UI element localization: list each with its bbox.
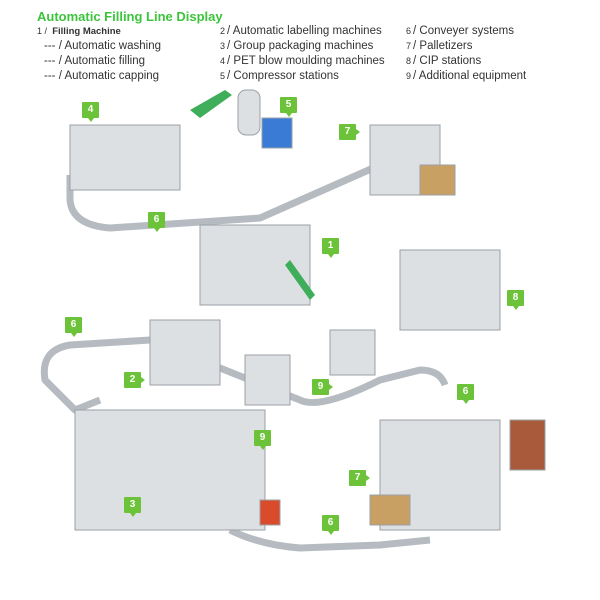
tag-group-packaging: 3 [124,497,141,517]
tag-additional-1: 9 [312,379,333,395]
legend-item-3: 3/ Group packaging machines [220,40,374,52]
tag-labelling: 2 [124,372,145,388]
compressor-unit [261,117,293,149]
packaging-wrap [259,499,281,526]
legend-item-2: 2/ Automatic labelling machines [220,25,382,37]
legend-item-5: 5/ Compressor stations [220,70,339,82]
pallet-bottom [369,494,411,526]
conveyor-upper [66,156,397,232]
bottle-elevator [190,90,315,300]
tag-filling-machine: 1 [322,238,339,258]
tag-conveyor-bottom: 6 [322,515,339,535]
compressor-tank [237,89,261,136]
machines [69,89,546,531]
legend-item-filling: --- / Automatic filling [44,55,145,67]
legend-item-capping: --- / Automatic capping [44,70,160,82]
tag-conveyor-right: 6 [457,384,474,404]
additional-equipment-2 [329,329,376,376]
tag-conveyor-upper: 6 [148,212,165,232]
conveyor-middle [40,336,449,414]
legend-item-9: 9/ Additional equipment [406,70,527,82]
legend-item-7: 7/ Palletizers [406,40,473,52]
legend-item-4: 4/ PET blow moulding machines [220,55,385,67]
legend-item-8: 8/ CIP stations [406,55,482,67]
additional-equipment-1 [244,354,291,406]
page-title: Automatic Filling Line Display [37,9,223,24]
pallet-top [419,164,456,196]
labelling-machine [149,319,221,386]
conveyor-lower [228,526,431,552]
cip-station [399,249,501,331]
tag-compressor: 5 [280,97,297,117]
legend-item-6: 6/ Conveyer systems [406,25,514,37]
tag-palletizer-top: 7 [339,124,360,140]
tag-palletizer-bottom: 7 [349,470,370,486]
conveyors [40,156,449,552]
legend-item-1: 1 / Filling Machine [37,26,121,37]
group-packaging-machine [74,409,266,531]
pallet-stack [509,419,546,471]
tag-cip: 8 [507,290,524,310]
tag-blow-moulding: 4 [82,102,99,122]
legend-item-washing: --- / Automatic washing [44,40,161,52]
blow-moulding-machine [69,124,181,191]
tag-additional-2: 9 [254,430,271,450]
tag-conveyor-left: 6 [65,317,82,337]
